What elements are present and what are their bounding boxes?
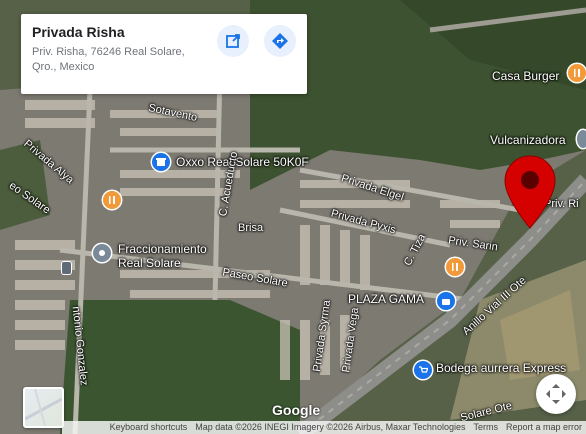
map-type-toggle[interactable]: [23, 387, 64, 428]
move-map-button[interactable]: [536, 374, 576, 414]
poi-label-fraccionamiento[interactable]: Fraccionamiento Real Solare: [118, 242, 207, 270]
report-error-link[interactable]: Report a map error: [505, 422, 582, 432]
grocery-cart-icon[interactable]: [414, 361, 432, 379]
street-label-brisa: Brisa: [238, 222, 264, 234]
poi-label-oxxo[interactable]: Oxxo Real Solare 50K0F: [176, 155, 309, 169]
poi-oxxo-icon[interactable]: [152, 153, 170, 171]
poi-label-vulcanizadora[interactable]: Vulcanizadora: [490, 133, 566, 147]
poi-label-casa-burger[interactable]: Casa Burger: [492, 69, 560, 83]
terms-link[interactable]: Terms: [473, 422, 498, 432]
street-label-priv-ri: Priv. Ri: [544, 198, 579, 210]
shopping-icon[interactable]: [437, 292, 455, 310]
transit-icon[interactable]: [62, 262, 71, 274]
map-thumbnail-icon: [25, 389, 62, 426]
location-pin-icon[interactable]: [503, 154, 557, 230]
poi-fraccionamiento-icon[interactable]: [93, 244, 111, 262]
directions-icon: [272, 33, 288, 49]
poi-label-plaza-gama[interactable]: PLAZA GAMA: [348, 292, 425, 306]
poi-label-bodega[interactable]: Bodega aurrera Express: [436, 361, 567, 375]
vulcanizadora-icon[interactable]: [577, 130, 586, 148]
keyboard-shortcuts-link[interactable]: Keyboard shortcuts: [109, 422, 188, 432]
poi-label-fraccionamiento-line1: Fraccionamiento: [118, 242, 207, 256]
attribution-bar: Keyboard shortcuts Map data ©2026 INEGI …: [62, 421, 586, 434]
restaurant-icon[interactable]: [103, 191, 121, 209]
place-address-line1: Priv. Risha, 76246 Real Solare,: [32, 46, 185, 58]
place-address: Priv. Risha, 76246 Real Solare, Qro., Me…: [32, 45, 202, 75]
place-info-card: Privada Risha Priv. Risha, 76246 Real So…: [21, 14, 307, 94]
restaurant-icon[interactable]: [568, 64, 586, 82]
map-data-text: Map data ©2026 INEGI Imagery ©2026 Airbu…: [195, 422, 466, 432]
open-in-new-icon: [226, 34, 240, 48]
restaurant-icon[interactable]: [446, 258, 464, 276]
place-title: Privada Risha: [32, 24, 125, 40]
place-address-line2: Qro., Mexico: [32, 61, 95, 73]
open-in-maps-button[interactable]: [217, 25, 249, 57]
poi-label-fraccionamiento-line2: Real Solare: [118, 256, 181, 270]
google-logo: Google: [272, 402, 321, 418]
move-arrows-icon: [546, 384, 566, 404]
directions-button[interactable]: [264, 25, 296, 57]
